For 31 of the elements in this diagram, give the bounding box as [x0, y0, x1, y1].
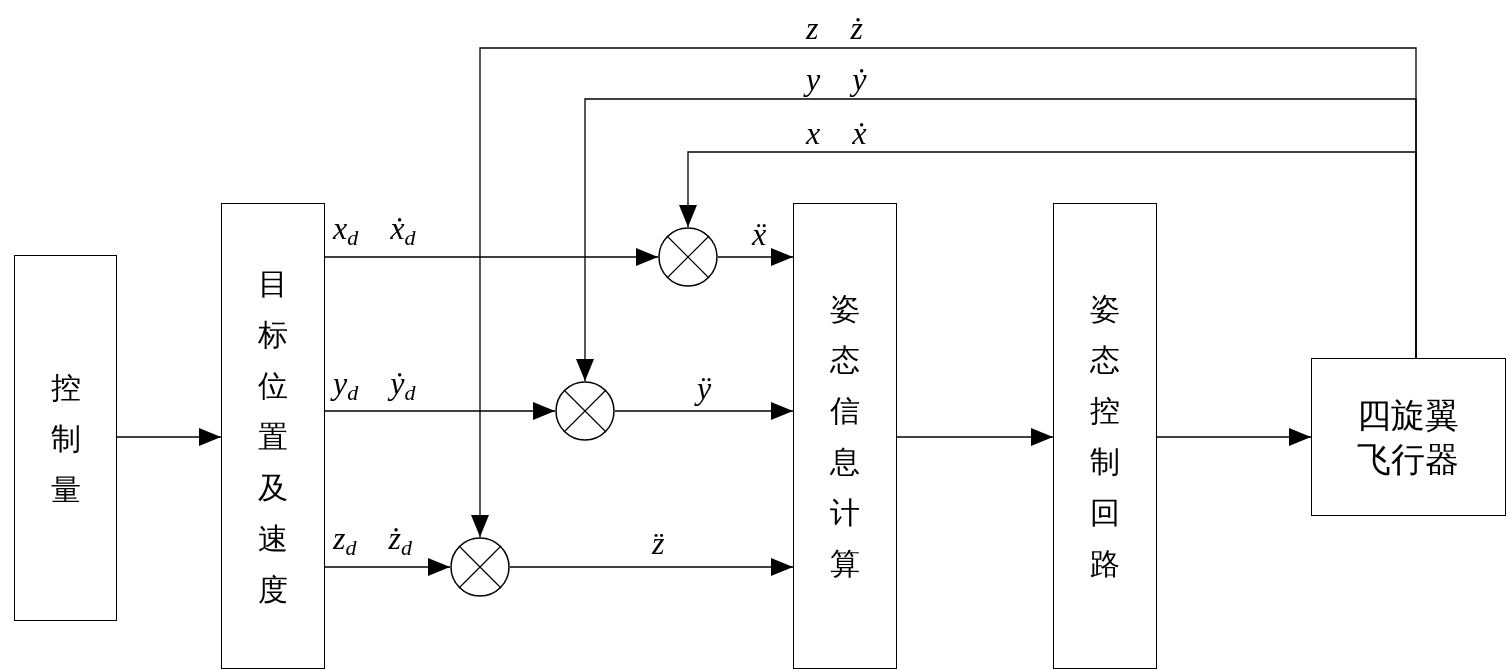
- arrow: [896, 428, 1054, 446]
- block-label: 姿态控制回路: [1090, 290, 1120, 583]
- arrow: [717, 248, 794, 266]
- multiplier-circle: [555, 381, 615, 441]
- arrow: [116, 428, 222, 446]
- signal-label: x ẋ: [806, 117, 867, 149]
- feedback-arrow: [471, 47, 1417, 538]
- signal-label: z ż: [806, 12, 863, 44]
- arrow: [1156, 428, 1312, 446]
- arrow: [614, 402, 794, 420]
- block-label: 姿态信息计算: [830, 290, 860, 583]
- block-box: [14, 255, 117, 621]
- block-label: 四旋翼飞行器: [1356, 393, 1461, 481]
- feedback-arrow: [679, 151, 1417, 359]
- signal-label: z$_{d}$ ż$_{d}$: [333, 522, 412, 559]
- block-box: [1311, 358, 1506, 516]
- signal-label: ẍ: [752, 218, 767, 250]
- feedback-arrow: [576, 98, 1417, 382]
- block-box: [1053, 203, 1157, 669]
- block-label: 目标位置及速度: [258, 264, 288, 609]
- signal-label: z̈: [652, 527, 665, 559]
- arrow: [509, 558, 794, 576]
- arrow: [324, 558, 451, 576]
- signal-label: x$_{d}$ ẋ$_{d}$: [333, 212, 416, 249]
- arrow: [324, 248, 659, 266]
- block-box: [221, 203, 325, 669]
- multiplier-circle: [658, 227, 718, 287]
- arrow: [324, 402, 556, 420]
- block-box: [793, 203, 897, 669]
- block-label: 控制量: [50, 368, 81, 509]
- multiplier-circle: [450, 537, 510, 597]
